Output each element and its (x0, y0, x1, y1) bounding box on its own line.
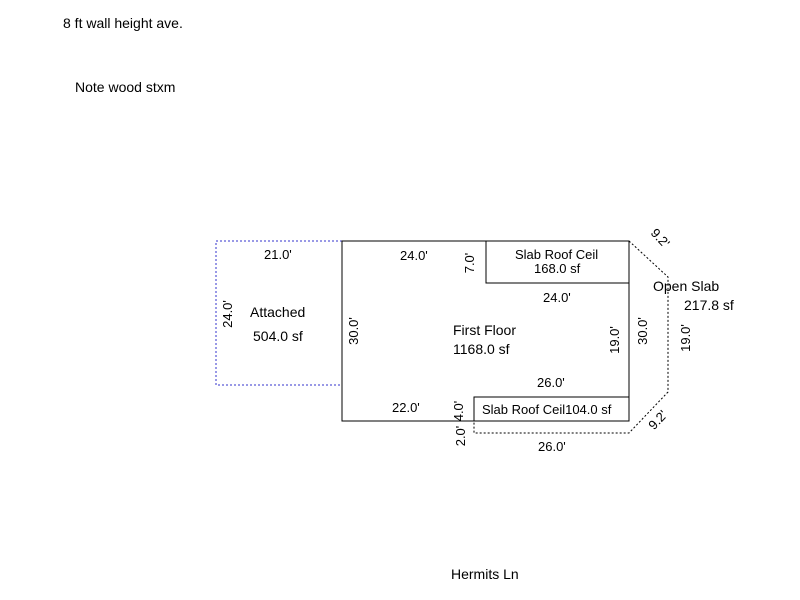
dim-open-slab-upper-diag: 9.2' (648, 225, 673, 250)
dim-open-slab-side: 19.0' (678, 324, 693, 352)
dim-slab-strip-bottom: 26.0' (538, 439, 566, 454)
open-slab-size: 217.8 sf (684, 297, 734, 313)
slab-roof-bottom-label: Slab Roof Ceil104.0 sf (482, 402, 612, 417)
slab-roof-top-name: Slab Roof Ceil (515, 247, 598, 262)
dim-floor-left: 30.0' (346, 317, 361, 345)
open-slab-name: Open Slab (653, 278, 719, 294)
attached-name: Attached (250, 304, 305, 320)
dim-attached-top: 21.0' (264, 247, 292, 262)
dim-slab-strip-left: 2.0' (453, 426, 468, 447)
attached-size: 504.0 sf (253, 328, 303, 344)
dim-floor-bottom: 22.0' (392, 400, 420, 415)
slab-roof-bottom-outline (474, 397, 630, 422)
dim-lower-step: 26.0' (537, 375, 565, 390)
first-floor-name: First Floor (453, 322, 516, 338)
open-slab-outline (473, 240, 669, 434)
attached-outline (215, 240, 342, 386)
dim-notch-bottom: 24.0' (543, 290, 571, 305)
structure-note: Note wood stxm (75, 79, 176, 95)
wall-height-note: 8 ft wall height ave. (63, 15, 183, 31)
street-label: Hermits Ln (451, 566, 519, 582)
first-floor-size: 1168.0 sf (453, 341, 510, 357)
dim-open-slab-lower-diag: 9.2' (645, 407, 670, 432)
dim-floor-right: 30.0' (635, 317, 650, 345)
dim-notch-right: 19.0' (607, 326, 622, 354)
dim-floor-top: 24.0' (400, 248, 428, 263)
dim-notch-top: 7.0' (462, 253, 477, 274)
slab-roof-top-size: 168.0 sf (534, 261, 581, 276)
dim-attached-left: 24.0' (220, 300, 235, 328)
dim-step-left: 4.0' (451, 401, 466, 422)
